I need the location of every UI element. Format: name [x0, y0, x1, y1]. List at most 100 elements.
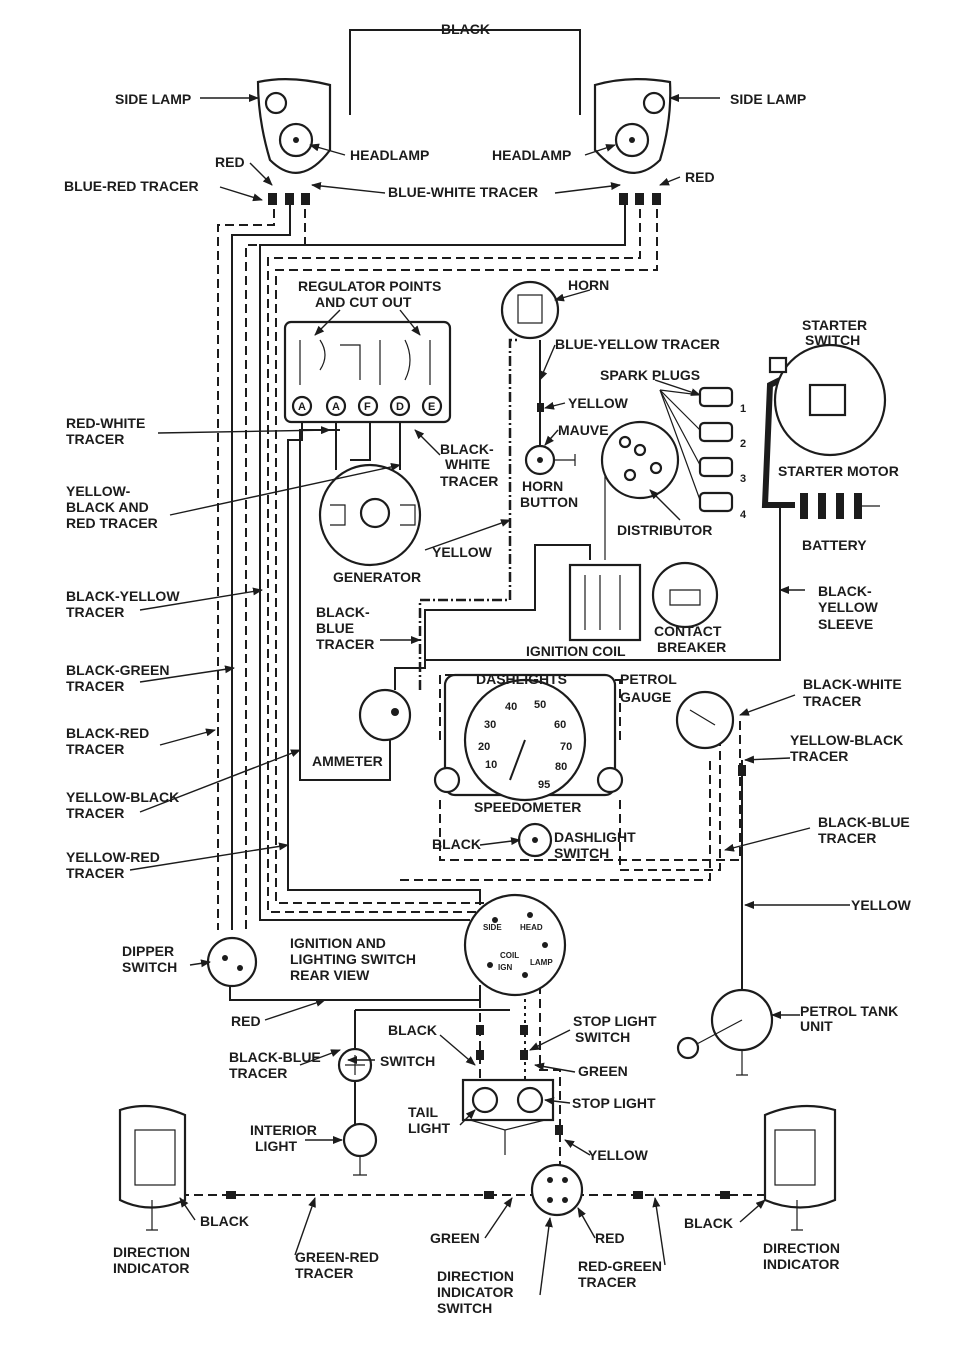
label-yb-red-3: RED TRACER	[66, 515, 158, 531]
generator	[318, 463, 422, 567]
label-black-blue-r2: TRACER	[818, 830, 876, 846]
speedometer-component	[433, 673, 624, 802]
label-red-left: RED	[215, 154, 245, 170]
label-dipper-2: SWITCH	[122, 959, 177, 975]
label-regulator-1: REGULATOR POINTS	[298, 278, 441, 294]
label-black-green-1: BLACK-GREEN	[66, 662, 169, 678]
side-lamp-right	[593, 78, 672, 174]
label-black-blue-b1: BLACK-BLUE	[229, 1049, 321, 1065]
label-black-white-2: WHITE	[445, 456, 490, 472]
contact-breaker	[651, 561, 719, 629]
label-starter-motor: STARTER MOTOR	[778, 463, 899, 479]
ign-mark-coil: COIL	[500, 951, 519, 960]
terminal-e: E	[428, 401, 435, 413]
label-yb-red-1: YELLOW-	[66, 483, 131, 499]
label-dir-ind-left-2: INDICATOR	[113, 1260, 189, 1276]
label-side-lamp-left: SIDE LAMP	[115, 91, 191, 107]
label-dashlights: DASHLIGHTS	[476, 671, 567, 687]
speedo-80: 80	[555, 761, 567, 773]
regulator-terminals: A A F D E	[298, 401, 435, 413]
spark-plug-numbers: 1 2 3 4	[740, 403, 747, 521]
label-dashlight-switch-2: SWITCH	[554, 845, 609, 861]
label-red-green-2: TRACER	[578, 1274, 636, 1290]
battery	[800, 493, 880, 519]
label-yellow-right: YELLOW	[851, 897, 912, 913]
connectors	[226, 193, 746, 1199]
label-speedometer: SPEEDOMETER	[474, 799, 581, 815]
label-ignition-coil: IGNITION COIL	[526, 643, 626, 659]
label-black-top: BLACK	[441, 21, 490, 37]
label-green-red-2: TRACER	[295, 1265, 353, 1281]
label-battery: BATTERY	[802, 537, 867, 553]
label-yellow-bottom: YELLOW	[588, 1147, 649, 1163]
label-distributor: DISTRIBUTOR	[617, 522, 712, 538]
brake-switch-component	[337, 1047, 373, 1083]
plug-number-4: 4	[740, 509, 747, 521]
label-dashlight-switch-1: DASHLIGHT	[554, 829, 636, 845]
label-regulator-2: AND CUT OUT	[315, 294, 412, 310]
label-stop-light-switch-2: SWITCH	[575, 1029, 630, 1045]
label-petrol-gauge-2: GAUGE	[620, 689, 671, 705]
speedometer-scale: 10 20 30 40 50 60 70 80 95	[478, 699, 572, 791]
horn-component	[500, 280, 560, 340]
dashlight-switch-component	[517, 822, 553, 858]
petrol-tank-unit-component	[676, 988, 774, 1076]
label-headlamp-right: HEADLAMP	[492, 147, 571, 163]
speedo-10: 10	[485, 759, 497, 771]
label-black-blue-r1: BLACK-BLUE	[818, 814, 910, 830]
label-by-sleeve-1: BLACK-	[818, 583, 872, 599]
label-bw-tracer-r2: TRACER	[803, 693, 861, 709]
direction-indicator-right	[763, 1104, 837, 1231]
wiring-harness	[180, 29, 795, 1196]
label-interior-2: LIGHT	[255, 1138, 297, 1154]
label-green-bottom: GREEN	[430, 1230, 480, 1246]
label-blue-white-tracer: BLUE-WHITE TRACER	[388, 184, 538, 200]
label-starter-switch-1: STARTER	[802, 317, 867, 333]
label-spark-plugs: SPARK PLUGS	[600, 367, 700, 383]
label-petrol-gauge-1: PETROL	[620, 671, 677, 687]
spark-plugs	[698, 386, 734, 513]
speedo-60: 60	[554, 719, 566, 731]
ammeter-component	[358, 688, 412, 742]
label-yellow-black-r1: YELLOW-BLACK	[790, 732, 903, 748]
speedo-40: 40	[505, 701, 517, 713]
label-black-blue-b2: TRACER	[229, 1065, 287, 1081]
label-ign-switch-3: REAR VIEW	[290, 967, 370, 983]
label-yellow-red-1: YELLOW-RED	[66, 849, 160, 865]
label-dir-ind-left-1: DIRECTION	[113, 1244, 190, 1260]
label-by-sleeve-3: SLEEVE	[818, 616, 873, 632]
label-yellow-black-l2: TRACER	[66, 805, 124, 821]
label-ign-switch-2: LIGHTING SWITCH	[290, 951, 416, 967]
label-stop-light: STOP LIGHT	[572, 1095, 656, 1111]
label-black-blue-2: BLUE	[316, 620, 354, 636]
ign-mark-lamp: LAMP	[530, 958, 553, 967]
speedo-95: 95	[538, 779, 550, 791]
label-horn-button-2: BUTTON	[520, 494, 578, 510]
speedo-70: 70	[560, 741, 572, 753]
ign-mark-ign: IGN	[498, 963, 512, 972]
label-ign-switch-1: IGNITION AND	[290, 935, 386, 951]
label-mauve: MAUVE	[558, 422, 609, 438]
speedo-30: 30	[484, 719, 496, 731]
label-dir-ind-right-1: DIRECTION	[763, 1240, 840, 1256]
speedo-50: 50	[534, 699, 546, 711]
plug-number-3: 3	[740, 473, 746, 485]
direction-indicator-left	[118, 1104, 187, 1231]
side-lamp-left	[256, 78, 332, 174]
regulator	[283, 320, 452, 424]
petrol-gauge-component	[675, 690, 735, 750]
label-red-white-1: RED-WHITE	[66, 415, 145, 431]
ignition-switch-marks: SIDE HEAD COIL IGN LAMP	[483, 923, 553, 972]
starter-switch	[768, 343, 887, 457]
distributor	[600, 420, 680, 500]
label-horn: HORN	[568, 277, 609, 293]
label-dir-switch-3: SWITCH	[437, 1300, 492, 1316]
terminal-f: F	[364, 401, 371, 413]
label-green-red-1: GREEN-RED	[295, 1249, 379, 1265]
label-black-blue-1: BLACK-	[316, 604, 370, 620]
label-blue-red-tracer: BLUE-RED TRACER	[64, 178, 199, 194]
label-switch: SWITCH	[380, 1053, 435, 1069]
speedo-20: 20	[478, 741, 490, 753]
label-tail-light-1: TAIL	[408, 1104, 439, 1120]
